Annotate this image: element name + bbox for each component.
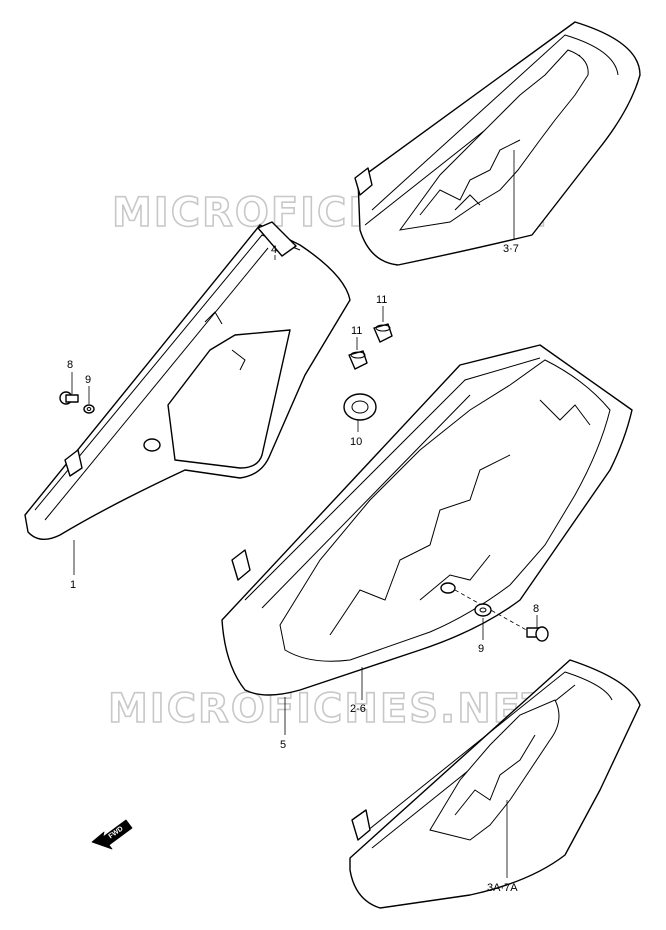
frame-cover-lower-right	[349, 659, 641, 909]
watermark-bottom: MICROFICHES.NET	[108, 686, 551, 732]
callout-2-6: 2·6	[350, 703, 366, 715]
screw-and-washer-right	[454, 589, 549, 642]
callout-9-left: 9	[85, 374, 91, 386]
callout-3-7: 3·7	[503, 243, 519, 255]
callout-5: 5	[280, 739, 286, 751]
callout-10: 10	[350, 436, 362, 448]
callout-4: 4	[271, 244, 277, 256]
callout-1: 1	[70, 579, 76, 591]
callout-8-left: 8	[67, 359, 73, 371]
grommets	[343, 323, 393, 421]
callout-8-right: 8	[533, 603, 539, 615]
forward-arrow-icon: FWD	[91, 819, 133, 850]
callout-9-right: 9	[478, 643, 484, 655]
frame-cover-left	[24, 221, 351, 540]
frame-cover-upper-right	[354, 21, 641, 266]
callout-11-lower: 11	[351, 325, 362, 337]
leader-lines	[71, 150, 538, 878]
callout-11-upper: 11	[376, 294, 387, 306]
screw-and-washer-left	[59, 391, 95, 414]
frame-cover-right	[221, 344, 633, 696]
callout-3a-7a: 3A·7A	[487, 882, 518, 894]
